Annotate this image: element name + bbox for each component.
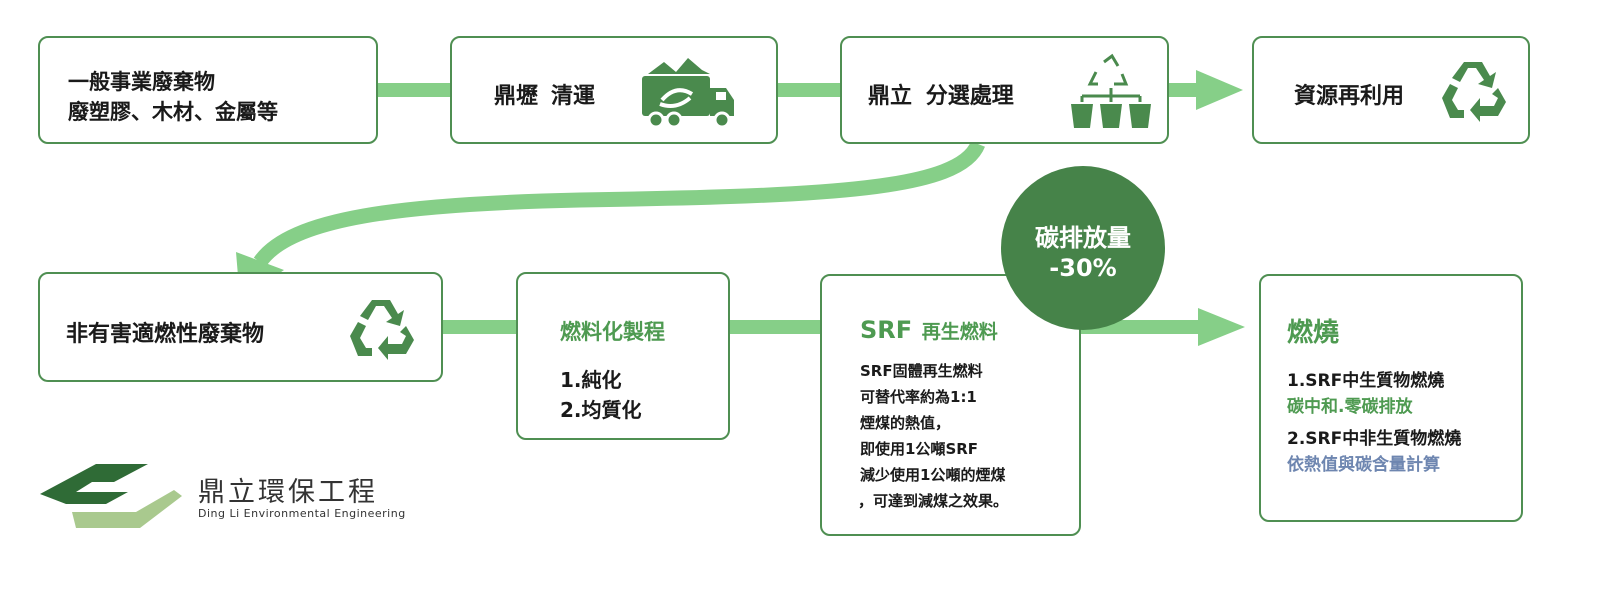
collection-service: 清運 — [551, 84, 596, 109]
burning-title: 燃燒 — [1287, 318, 1340, 348]
srf-line-6: ，可達到減煤之效果。 — [858, 492, 1009, 510]
burning-item-1-sub: 碳中和.零碳排放 — [1287, 397, 1413, 417]
connector-5 — [729, 320, 821, 334]
srf-line-4: 即使用1公噸SRF — [860, 440, 979, 458]
recycle-icon — [1442, 62, 1506, 122]
burning-item-2-sub: 依熱值與碳含量計算 — [1287, 455, 1440, 475]
srf-line-1: SRF固體再生燃料 — [860, 362, 983, 380]
fuel-process-item-2: 2.均質化 — [560, 398, 642, 422]
srf-title-suffix: 再生燃料 — [921, 321, 998, 343]
carbon-reduction-badge: 碳排放量 -30% — [1001, 166, 1165, 330]
reuse-box: 資源再利用 — [1252, 36, 1530, 144]
srf-line-2: 可替代率約為1:1 — [860, 388, 977, 406]
srf-title-prefix: SRF — [860, 316, 913, 344]
srf-line-5: 減少使用1公噸的煙煤 — [860, 466, 1006, 484]
srf-title: SRF 再生燃料 — [860, 316, 998, 344]
burning-item-1: 1.SRF中生質物燃燒 — [1287, 371, 1445, 391]
company-name-en: Ding Li Environmental Engineering — [198, 507, 406, 520]
connector-1 — [377, 83, 452, 97]
sorting-company: 鼎立 — [868, 84, 913, 109]
curved-arrow — [253, 140, 985, 267]
general-waste-line2: 廢塑膠、木材、金屬等 — [68, 100, 278, 124]
sorting-box: 鼎立 分選處理 — [840, 36, 1169, 144]
connector-4 — [442, 320, 518, 334]
reuse-label: 資源再利用 — [1294, 84, 1405, 109]
garbage-truck-icon — [642, 58, 734, 129]
fuel-process-title: 燃料化製程 — [560, 320, 665, 344]
company-logo-mark — [40, 464, 182, 528]
connector-2 — [777, 83, 841, 97]
fuel-process-item-1: 1.純化 — [560, 368, 622, 392]
carbon-badge-line1: 碳排放量 — [1035, 224, 1131, 252]
srf-line-3: 煙煤的熱值， — [860, 414, 951, 432]
arrow-head-reuse — [1196, 70, 1243, 110]
arrow-head-burning — [1198, 308, 1245, 346]
recycle-sorting-icon — [1071, 53, 1151, 128]
non-hazardous-box: 非有害適燃性廢棄物 — [38, 272, 443, 382]
sorting-service: 分選處理 — [925, 84, 1014, 109]
company-name-zh: 鼎立環保工程 — [198, 477, 378, 508]
burning-item-2: 2.SRF中非生質物燃燒 — [1287, 429, 1462, 449]
burning-box: 燃燒 1.SRF中生質物燃燒 碳中和.零碳排放 2.SRF中非生質物燃燒 依熱值… — [1259, 274, 1523, 522]
non-hazardous-label: 非有害適燃性廢棄物 — [66, 322, 265, 347]
fuel-process-box: 燃料化製程 1.純化 2.均質化 — [516, 272, 730, 440]
collection-company: 鼎壢 — [494, 84, 539, 109]
general-waste-line1: 一般事業廢棄物 — [68, 70, 215, 94]
sorting-label: 鼎立 分選處理 — [868, 78, 1014, 110]
connector-3 — [1168, 83, 1198, 97]
carbon-badge-line2: -30% — [1049, 254, 1117, 282]
general-waste-box: 一般事業廢棄物 廢塑膠、木材、金屬等 — [38, 36, 378, 144]
collection-box: 鼎壢 清運 — [450, 36, 778, 144]
collection-label: 鼎壢 清運 — [494, 78, 595, 110]
recycle-icon — [350, 300, 414, 360]
srf-box: SRF 再生燃料 SRF固體再生燃料 可替代率約為1:1 煙煤的熱值， 即使用1… — [820, 274, 1081, 536]
